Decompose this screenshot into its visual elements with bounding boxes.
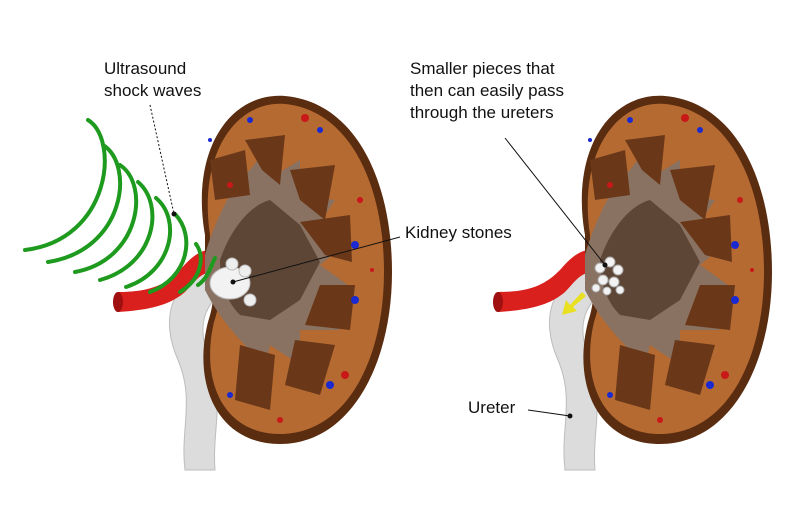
kidney-stones-large xyxy=(209,257,257,307)
label-kidney-stones: Kidney stones xyxy=(405,223,512,242)
label-ureter: Ureter xyxy=(468,398,516,417)
kidney-left xyxy=(112,95,393,471)
label-smaller-pieces: Smaller pieces that then can easily pass… xyxy=(410,59,565,122)
shock-waves xyxy=(23,118,217,294)
kidney-right xyxy=(492,95,773,471)
label-ultrasound-shock-waves: Ultrasound shock waves xyxy=(104,59,202,100)
kidney-stones-fragments xyxy=(591,256,625,296)
flow-arrow-icon xyxy=(562,292,586,315)
